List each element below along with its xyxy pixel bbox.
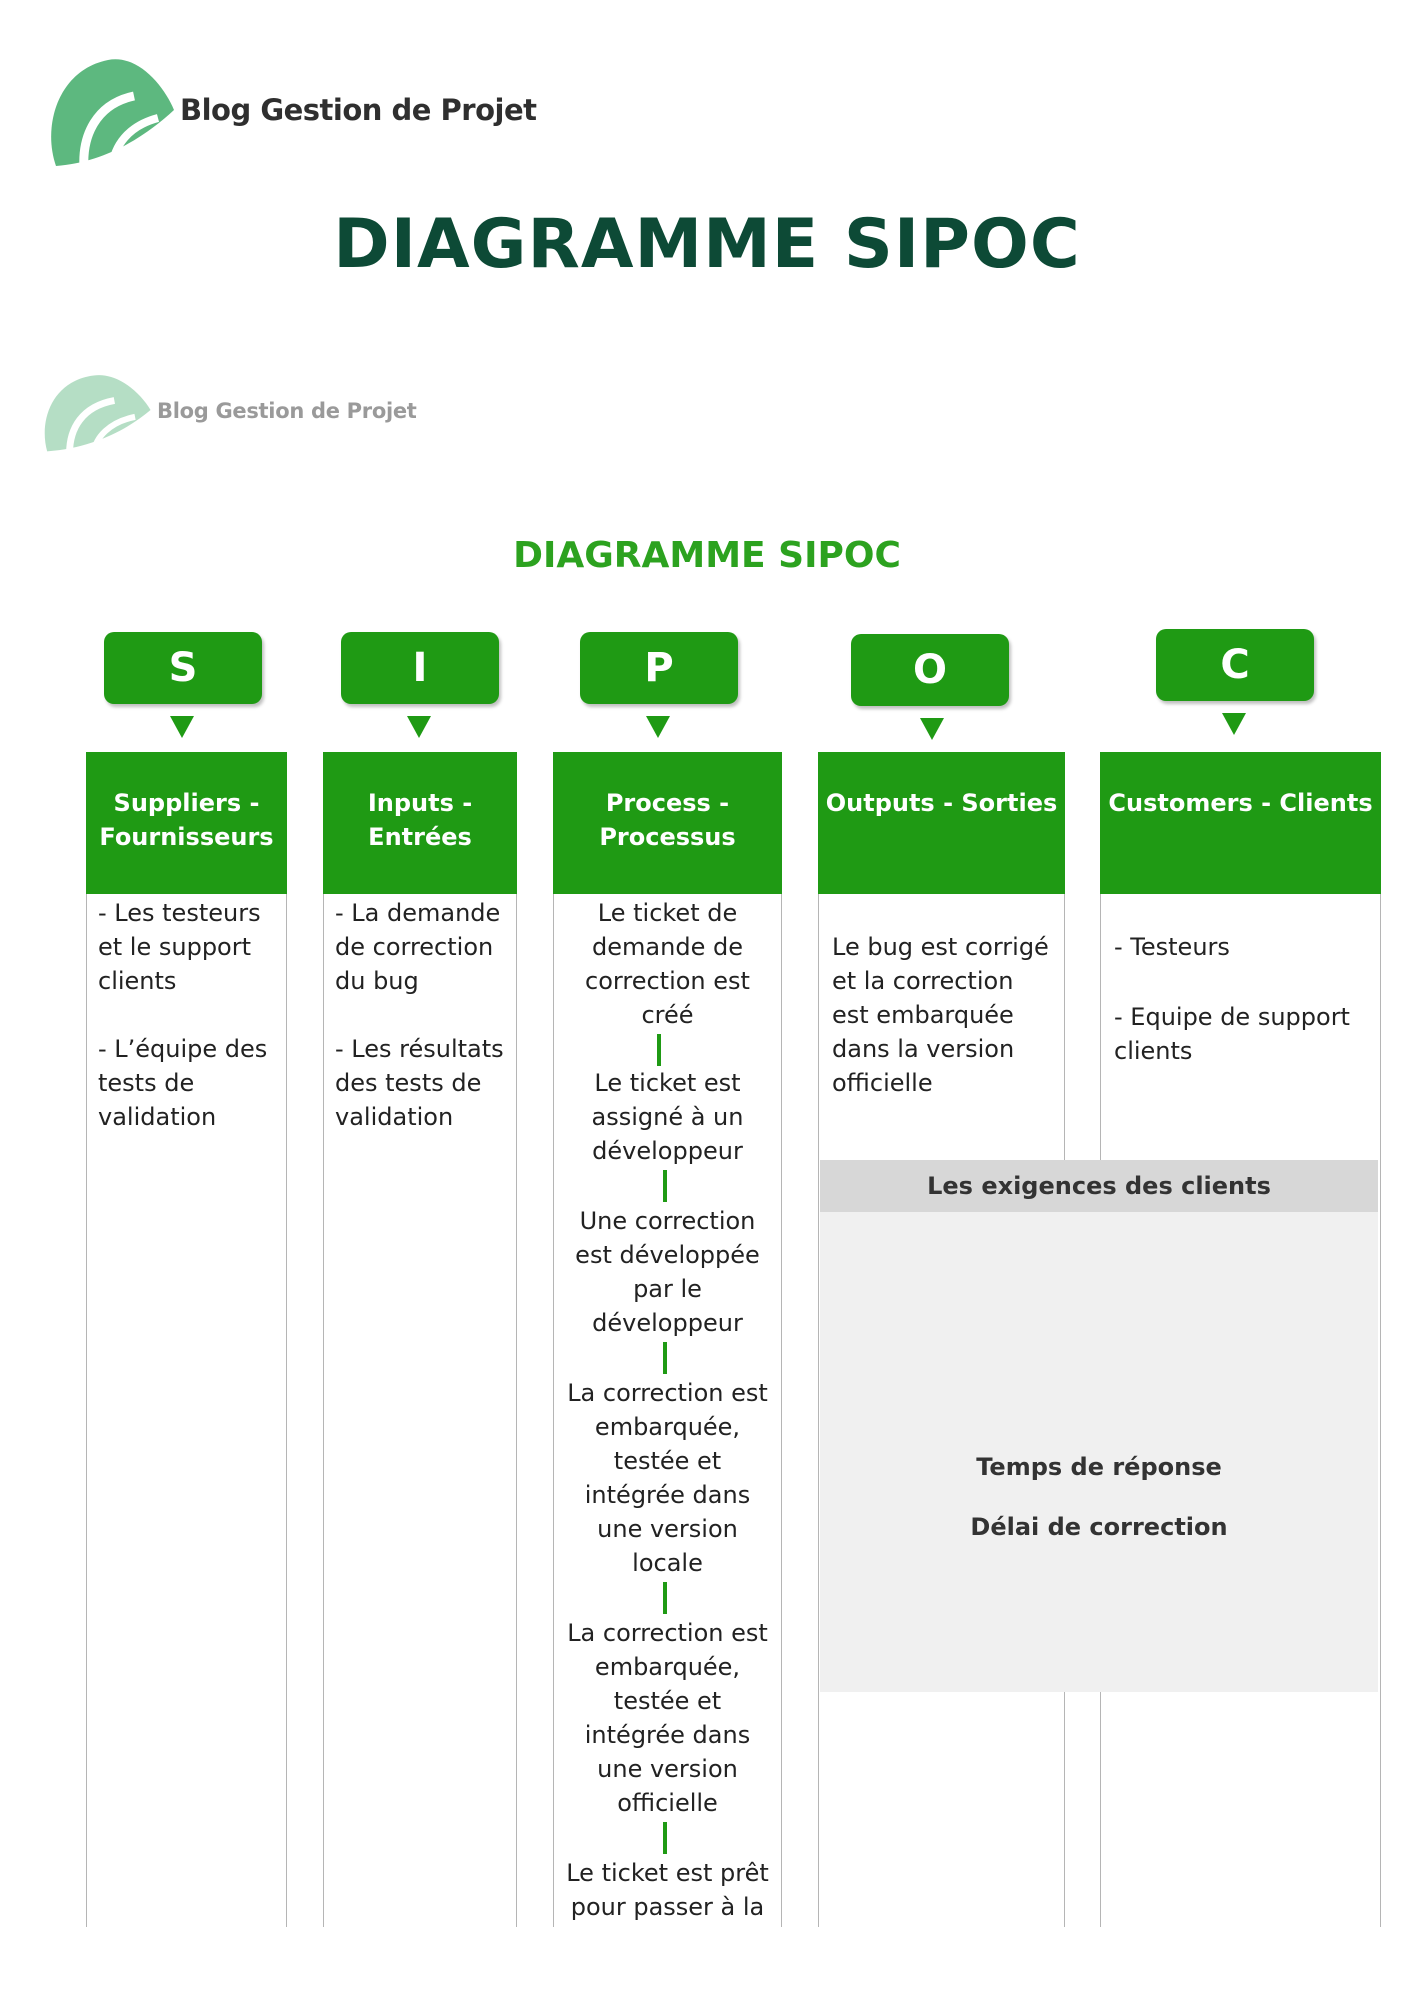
suppliers-item: - Les testeurs et le support clients: [98, 899, 261, 995]
arrow-connector-icon: [663, 1582, 667, 1614]
badge-p: P: [580, 632, 738, 704]
inner-brand-name: Blog Gestion de Projet: [157, 399, 417, 423]
requirement-line: Délai de correction: [970, 1513, 1228, 1541]
column-header-inputs: Inputs - Entrées: [323, 752, 517, 894]
column-divider: [323, 752, 324, 1927]
customers-item: - Equipe de support clients: [1114, 1003, 1350, 1065]
column-header-customers: Customers - Clients: [1100, 752, 1381, 894]
process-step: Une correction est développée par le dév…: [575, 1207, 760, 1337]
arrow-connector-icon: [657, 1034, 661, 1066]
arrow-connector-icon: [663, 1342, 667, 1374]
column-divider: [86, 752, 87, 1927]
column-divider: [553, 752, 554, 1927]
suppliers-item: - L’équipe des tests de validation: [98, 1035, 268, 1131]
diagram-title: DIAGRAMME SIPOC: [513, 535, 901, 576]
process-step: Le ticket est assigné à un développeur: [591, 1069, 744, 1165]
column-divider: [818, 752, 819, 1927]
process-step: La correction est embarquée, testée et i…: [567, 1619, 768, 1817]
arrow-down-icon: [646, 716, 670, 738]
inputs-item: - Les résultats des tests de validation: [335, 1035, 504, 1131]
arrow-down-icon: [170, 716, 194, 738]
requirement-line: Temps de réponse: [976, 1453, 1222, 1481]
brand-logo-icon: [51, 59, 174, 169]
customers-item: - Testeurs: [1114, 933, 1230, 961]
brand-name: Blog Gestion de Projet: [180, 93, 537, 127]
column-divider: [1380, 752, 1381, 1927]
page-title: DIAGRAMME SIPOC: [333, 205, 1081, 284]
badge-c: C: [1156, 629, 1314, 701]
arrow-down-icon: [920, 718, 944, 740]
column-header-outputs: Outputs - Sorties: [818, 752, 1065, 894]
requirements-body: Temps de réponse Délai de correction: [820, 1212, 1378, 1692]
brand-logo-faded-icon: [44, 375, 151, 454]
outputs-item: Le bug est corrigé et la correction est …: [832, 933, 1049, 1097]
badge-o: O: [851, 634, 1009, 706]
process-step: La correction est embarquée, testée et i…: [567, 1379, 768, 1577]
process-step: Le ticket est prêt pour passer à la: [566, 1859, 769, 1921]
requirements-header: Les exigences des clients: [820, 1160, 1378, 1212]
arrow-connector-icon: [663, 1170, 667, 1202]
badge-i: I: [341, 632, 499, 704]
process-step: Le ticket de demande de correction est c…: [585, 899, 750, 1029]
arrow-connector-icon: [663, 1822, 667, 1854]
column-divider: [286, 752, 287, 1927]
column-divider: [781, 752, 782, 1927]
inputs-item: - La demande de correction du bug: [335, 899, 501, 995]
arrow-down-icon: [407, 716, 431, 738]
arrow-down-icon: [1222, 713, 1246, 735]
column-divider: [516, 752, 517, 1927]
badge-s: S: [104, 632, 262, 704]
column-header-process: Process - Processus: [553, 752, 782, 894]
column-header-suppliers: Suppliers - Fournisseurs: [86, 752, 287, 894]
